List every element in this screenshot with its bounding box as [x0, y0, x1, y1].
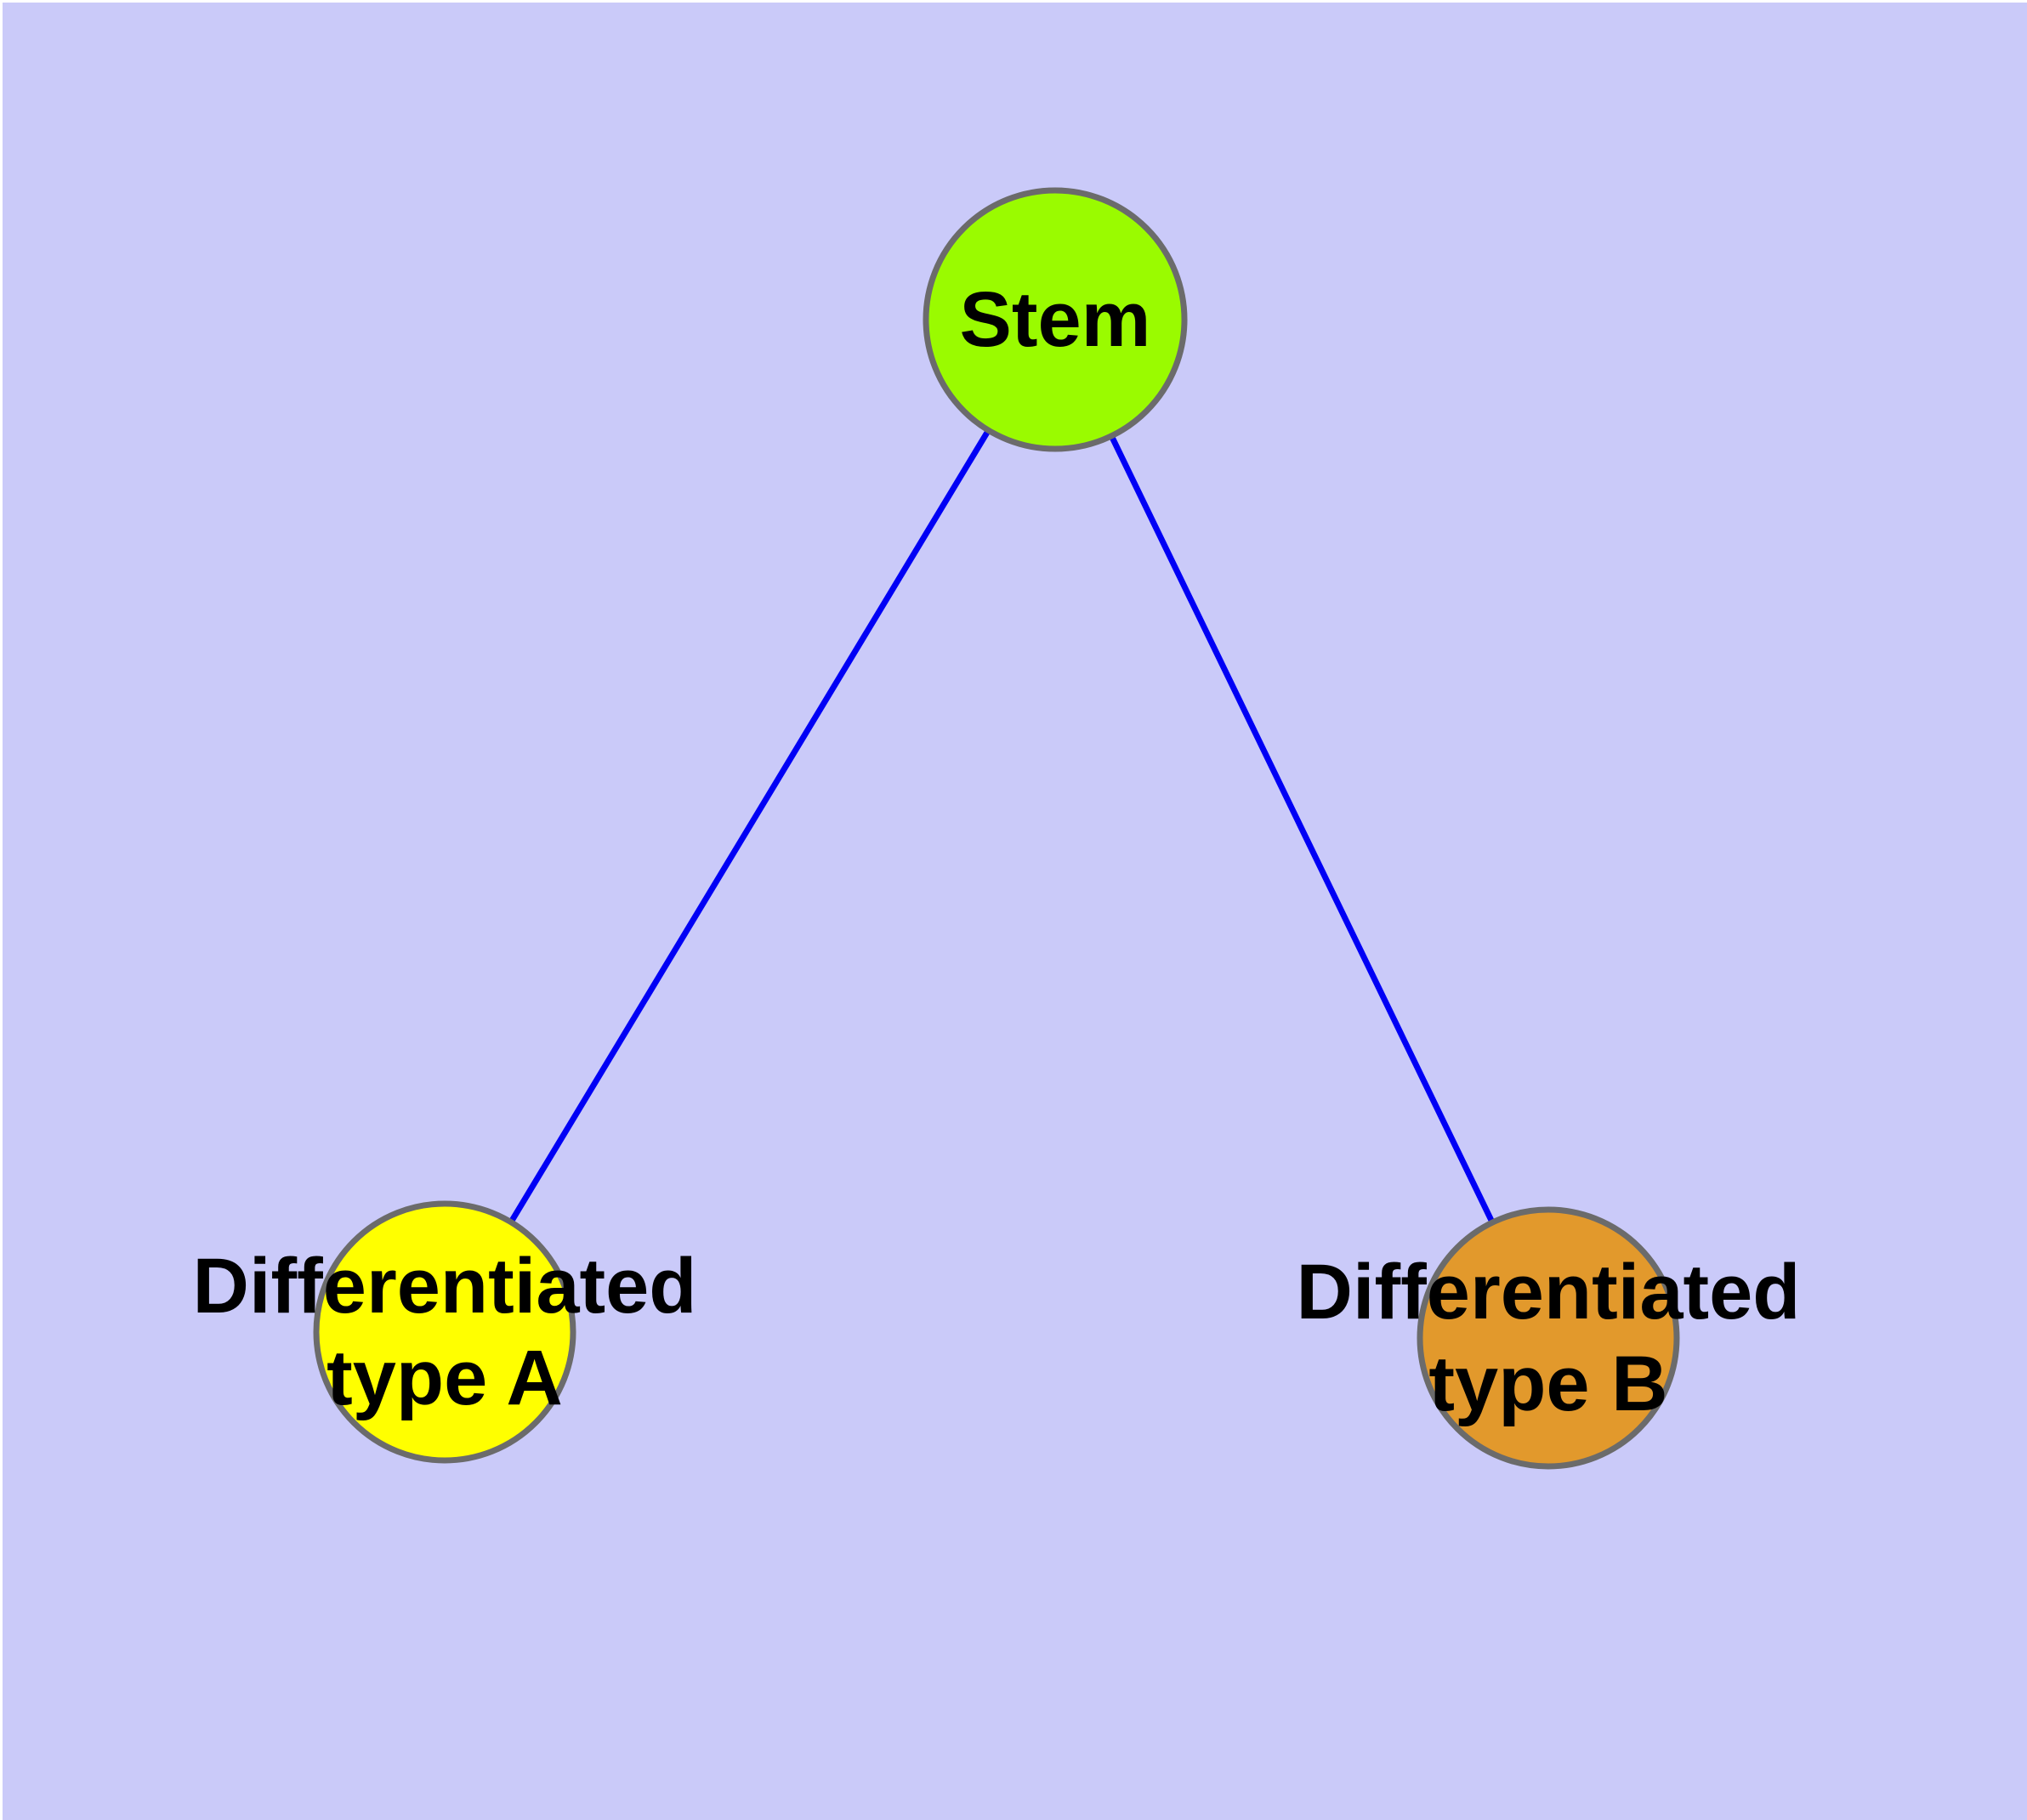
type-a-label-line1: Differentiated	[193, 1243, 697, 1330]
stem-node-label: Stem	[960, 276, 1151, 363]
type-b-label-line1: Differentiated	[1297, 1249, 1801, 1335]
diagram-canvas: Stem Differentiated type A Differentiate…	[3, 3, 2027, 1820]
type-a-label-line2: type A	[326, 1335, 563, 1421]
cell-differentiation-diagram: Stem Differentiated type A Differentiate…	[3, 3, 2027, 1820]
type-b-node	[1417, 1206, 1680, 1470]
edge-stem-to-type-b	[1052, 316, 1552, 1341]
stem-node	[923, 187, 1188, 452]
edge-stem-to-type-a	[441, 316, 1059, 1335]
type-a-node	[313, 1200, 576, 1464]
type-b-label-line2: type B	[1428, 1341, 1667, 1427]
